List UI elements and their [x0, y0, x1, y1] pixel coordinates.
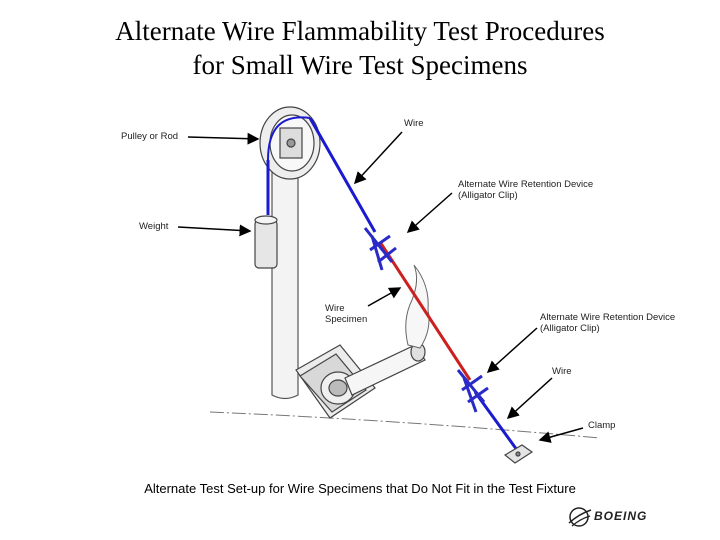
- bench-line: [209, 411, 601, 439]
- page-title: Alternate Wire Flammability Test Procedu…: [0, 14, 720, 82]
- burner-assembly: [295, 342, 426, 419]
- label-pulley: Pulley or Rod: [121, 131, 179, 142]
- stand-post: [271, 149, 299, 400]
- alligator-clip-lower: [456, 369, 489, 413]
- label-wire-top: Wire: [404, 118, 424, 129]
- boeing-emblem-icon: [568, 507, 592, 527]
- figure-caption: Alternate Test Set-up for Wire Specimens…: [144, 481, 576, 496]
- label-wire-bottom: Wire: [552, 366, 572, 377]
- clamp: [503, 444, 534, 464]
- arrow-weight: [177, 224, 252, 237]
- weight-cylinder: [254, 215, 278, 269]
- title-line-2: for Small Wire Test Specimens: [192, 50, 528, 80]
- callout-arrows: [177, 131, 584, 443]
- arrow-specimen: [367, 287, 402, 307]
- pulley: [259, 106, 321, 180]
- label-clip-bottom: Alternate Wire Retention Device (Alligat…: [540, 312, 676, 334]
- logo-text: BOEING: [594, 509, 648, 523]
- arrow-wire-bottom: [506, 377, 553, 420]
- wire-upper: [308, 117, 377, 233]
- label-clip-top: Alternate Wire Retention Device (Alligat…: [458, 179, 594, 201]
- flame: [405, 264, 430, 349]
- title-line-1: Alternate Wire Flammability Test Procedu…: [115, 16, 605, 46]
- label-clamp: Clamp: [588, 420, 616, 431]
- arrow-clip-bottom: [486, 327, 538, 374]
- arrow-clamp: [538, 427, 584, 443]
- wire-pulley-wrap: [267, 116, 311, 161]
- label-weight: Weight: [139, 221, 169, 232]
- wire-specimen: [378, 241, 472, 381]
- label-specimen: Wire Specimen: [325, 303, 368, 325]
- arrow-wire-top: [353, 131, 403, 185]
- arrow-clip-top: [406, 192, 453, 233]
- boeing-logo: BOEING: [566, 504, 676, 530]
- arrow-pulley: [187, 132, 260, 145]
- alligator-clip-upper: [363, 227, 397, 271]
